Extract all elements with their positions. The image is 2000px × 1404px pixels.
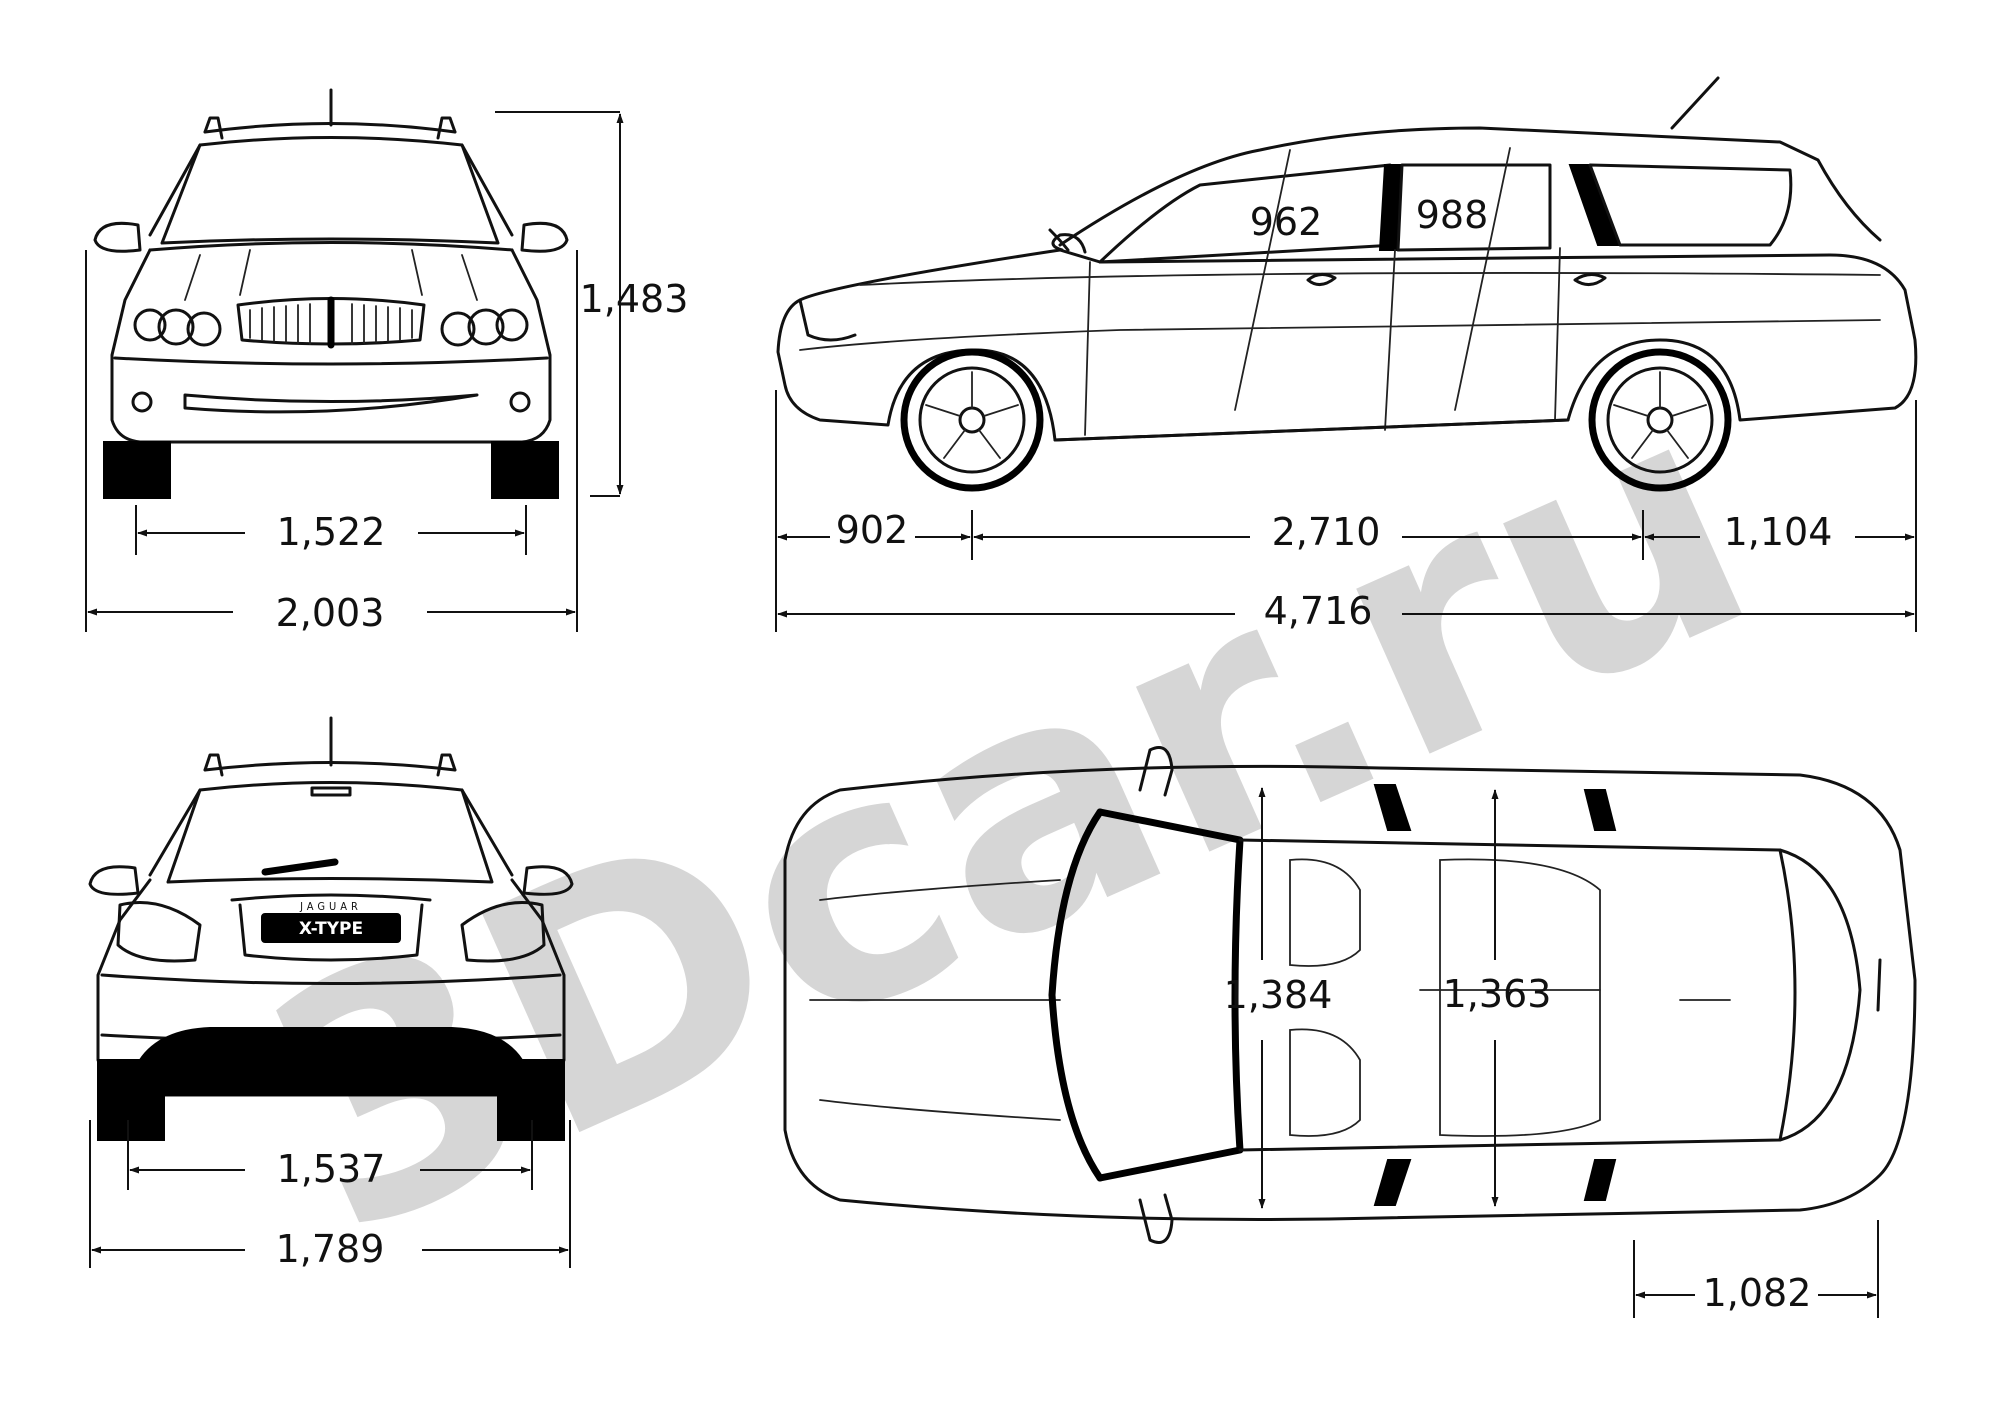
load-length-label: 1,082 bbox=[1703, 1271, 1812, 1315]
dimension-lines bbox=[85, 111, 1917, 1318]
svg-text:3Dcar.ru: 3Dcar.ru bbox=[217, 324, 1799, 1310]
front-headroom-label: 962 bbox=[1250, 200, 1323, 244]
front-interior-width-label: 1,384 bbox=[1224, 973, 1333, 1017]
rear-headroom-label: 988 bbox=[1416, 193, 1489, 237]
wheelbase-label: 2,710 bbox=[1272, 510, 1381, 554]
front-width-label: 2,003 bbox=[276, 591, 385, 635]
rear-track-label: 1,537 bbox=[277, 1147, 386, 1191]
rear-view: X-TYPE JAGUAR bbox=[88, 716, 574, 1141]
length-label: 4,716 bbox=[1264, 589, 1373, 633]
watermark: 3Dcar.ru bbox=[217, 324, 1799, 1310]
front-track-label: 1,522 bbox=[277, 510, 386, 554]
rear-overhang-label: 1,104 bbox=[1724, 510, 1833, 554]
front-overhang-label: 902 bbox=[836, 508, 909, 552]
plate-model-text: X-TYPE bbox=[299, 919, 363, 939]
plate-badge bbox=[261, 913, 401, 943]
front-height-label: 1,483 bbox=[580, 277, 689, 321]
dimension-labels: 1,483 1,522 2,003 902 2,710 1,104 4,716 … bbox=[276, 193, 1833, 1315]
top-view bbox=[783, 746, 1917, 1244]
plate-brand-text: JAGUAR bbox=[299, 900, 362, 913]
side-view bbox=[776, 76, 1918, 492]
front-view bbox=[93, 88, 569, 499]
rear-interior-width-label: 1,363 bbox=[1443, 972, 1552, 1016]
rear-width-label: 1,789 bbox=[276, 1227, 385, 1271]
